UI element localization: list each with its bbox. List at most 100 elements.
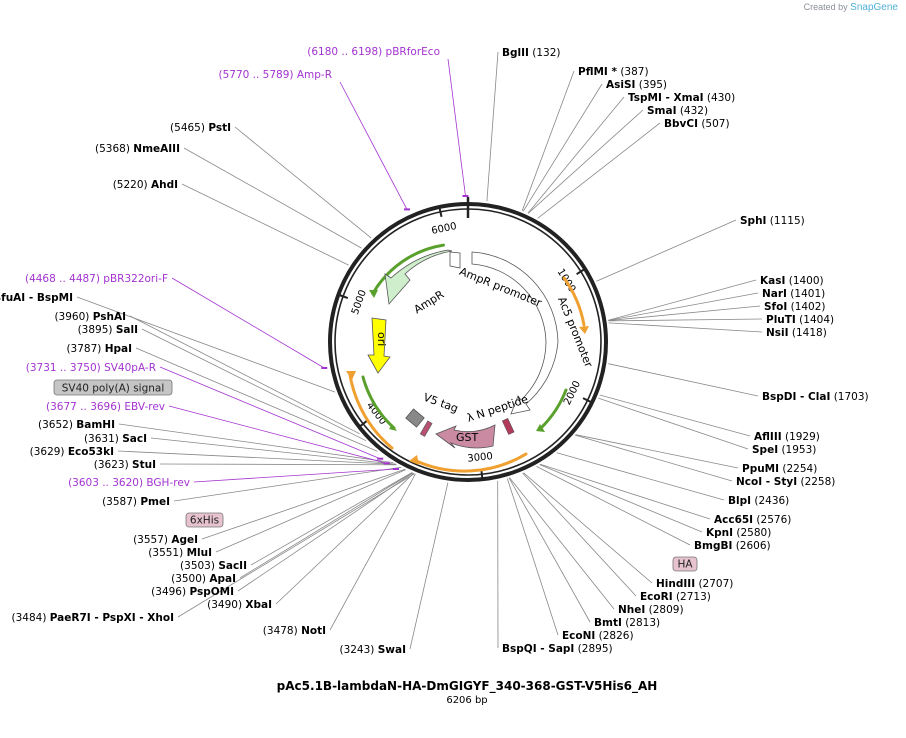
restriction-site[interactable]: (3243) SwaI <box>339 644 406 656</box>
primer-label[interactable]: (3603 .. 3620) BGH-rev <box>68 477 190 489</box>
restriction-site[interactable]: Acc65I (2576) <box>714 514 791 526</box>
restriction-site[interactable]: (5368) NmeAIII <box>95 143 180 155</box>
restriction-site-label[interactable]: BspQI - SapI (2895) <box>502 643 613 655</box>
restriction-site-label[interactable]: NarI (1401) <box>762 288 825 300</box>
restriction-site-label[interactable]: SfoI (1402) <box>764 301 826 313</box>
restriction-site[interactable]: NcoI - StyI (2258) <box>736 476 835 488</box>
restriction-site-label[interactable]: (3631) SacI <box>84 433 147 445</box>
restriction-site-label[interactable]: EcoNI (2826) <box>562 630 634 642</box>
restriction-site[interactable]: (3551) MluI <box>148 547 212 559</box>
restriction-site[interactable]: SpeI (1953) <box>752 444 816 456</box>
restriction-site[interactable]: (3496) PspOMI <box>151 586 234 598</box>
outer-feature[interactable]: SV40 poly(A) signal <box>53 379 173 396</box>
restriction-site[interactable]: (3503) SacII <box>180 560 247 572</box>
restriction-site-label[interactable]: (3490) XbaI <box>207 599 272 611</box>
restriction-site-label[interactable]: PpuMI (2254) <box>742 463 817 475</box>
restriction-site-label[interactable]: (4298) BfuAI - BspMI <box>0 292 73 304</box>
restriction-site[interactable]: BspDI - ClaI (1703) <box>762 391 869 403</box>
restriction-site-label[interactable]: (3500) ApaI <box>171 573 236 585</box>
primer-label[interactable]: (3677 .. 3696) EBV-rev <box>46 401 165 413</box>
restriction-site-label[interactable]: SpeI (1953) <box>752 444 816 456</box>
outer-feature[interactable]: HA <box>672 556 698 572</box>
restriction-site-label[interactable]: (5220) AhdI <box>113 179 178 191</box>
restriction-site[interactable]: AflIII (1929) <box>754 431 820 443</box>
restriction-site-label[interactable]: BmgBI (2606) <box>694 540 771 552</box>
restriction-site[interactable]: NheI (2809) <box>618 604 684 616</box>
restriction-site[interactable]: BmtI (2813) <box>594 617 660 629</box>
restriction-site-label[interactable]: BbvCI (507) <box>664 118 730 130</box>
restriction-site-label[interactable]: NcoI - StyI (2258) <box>736 476 835 488</box>
restriction-site[interactable]: KpnI (2580) <box>706 527 771 539</box>
restriction-site[interactable]: (3478) NotI <box>263 625 326 637</box>
restriction-site[interactable]: (3557) AgeI <box>133 534 198 546</box>
restriction-site[interactable]: (3587) PmeI <box>102 496 170 508</box>
restriction-site-label[interactable]: NheI (2809) <box>618 604 684 616</box>
restriction-site-label[interactable]: (5368) NmeAIII <box>95 143 180 155</box>
restriction-site[interactable]: PflMI * (387) <box>578 66 649 78</box>
restriction-site-label[interactable]: BglII (132) <box>502 47 561 59</box>
restriction-site[interactable]: BlpI (2436) <box>728 495 789 507</box>
restriction-site-label[interactable]: PluTI (1404) <box>766 314 834 326</box>
restriction-site[interactable]: BspQI - SapI (2895) <box>502 643 613 655</box>
restriction-site[interactable]: (3500) ApaI <box>171 573 236 585</box>
restriction-site-label[interactable]: AsiSI (395) <box>606 79 667 91</box>
restriction-site-label[interactable]: SmaI (432) <box>647 105 708 117</box>
restriction-site[interactable]: (5465) PstI <box>170 122 231 134</box>
primer-label[interactable]: (5770 .. 5789) Amp-R <box>219 69 333 81</box>
restriction-site-label[interactable]: (5465) PstI <box>170 122 231 134</box>
restriction-site-label[interactable]: AflIII (1929) <box>754 431 820 443</box>
restriction-site-label[interactable]: (3895) SalI <box>78 324 138 336</box>
restriction-site-label[interactable]: (3623) StuI <box>94 459 156 471</box>
restriction-site[interactable]: (3629) Eco53kI <box>30 446 114 458</box>
restriction-site[interactable]: (4298) BfuAI - BspMI <box>0 292 73 304</box>
restriction-site[interactable]: EcoRI (2713) <box>640 591 711 603</box>
outer-feature[interactable]: 6xHis <box>185 512 224 528</box>
restriction-site-label[interactable]: HindIII (2707) <box>656 578 733 590</box>
restriction-site[interactable]: SfoI (1402) <box>764 301 826 313</box>
restriction-site-label[interactable]: (3960) PshAI <box>54 311 126 323</box>
primer-label[interactable]: (6180 .. 6198) pBRforEco <box>307 46 440 58</box>
restriction-site-label[interactable]: (3484) PaeR7I - PspXI - XhoI <box>12 612 175 624</box>
restriction-site[interactable]: NarI (1401) <box>762 288 825 300</box>
restriction-site-label[interactable]: TspMI - XmaI (430) <box>628 92 735 104</box>
restriction-site-label[interactable]: (3478) NotI <box>263 625 326 637</box>
restriction-site[interactable]: (3960) PshAI <box>54 311 126 323</box>
restriction-site[interactable]: AsiSI (395) <box>606 79 667 91</box>
restriction-site[interactable]: (3652) BamHI <box>38 419 115 431</box>
restriction-site-label[interactable]: (3629) Eco53kI <box>30 446 114 458</box>
restriction-site-label[interactable]: KasI (1400) <box>760 275 824 287</box>
primer-label[interactable]: (4468 .. 4487) pBR322ori-F <box>25 273 168 285</box>
restriction-site-label[interactable]: (3496) PspOMI <box>151 586 234 598</box>
restriction-site[interactable]: (3623) StuI <box>94 459 156 471</box>
restriction-site-label[interactable]: (3551) MluI <box>148 547 212 559</box>
restriction-site[interactable]: (3787) HpaI <box>66 343 132 355</box>
restriction-site[interactable]: NsiI (1418) <box>766 327 827 339</box>
primer-label[interactable]: (3731 .. 3750) SV40pA-R <box>26 362 156 374</box>
restriction-site-label[interactable]: (3652) BamHI <box>38 419 115 431</box>
restriction-site-label[interactable]: Acc65I (2576) <box>714 514 791 526</box>
restriction-site[interactable]: EcoNI (2826) <box>562 630 634 642</box>
restriction-site[interactable]: PpuMI (2254) <box>742 463 817 475</box>
restriction-site-label[interactable]: PflMI * (387) <box>578 66 649 78</box>
restriction-site-label[interactable]: (3503) SacII <box>180 560 247 572</box>
restriction-site-label[interactable]: KpnI (2580) <box>706 527 771 539</box>
restriction-site[interactable]: SphI (1115) <box>740 215 805 227</box>
restriction-site-label[interactable]: (3243) SwaI <box>339 644 406 656</box>
restriction-site[interactable]: BbvCI (507) <box>664 118 730 130</box>
restriction-site-label[interactable]: NsiI (1418) <box>766 327 827 339</box>
restriction-site[interactable]: (5220) AhdI <box>113 179 178 191</box>
restriction-site[interactable]: HindIII (2707) <box>656 578 733 590</box>
restriction-site[interactable]: (3895) SalI <box>78 324 138 336</box>
restriction-site[interactable]: SmaI (432) <box>647 105 708 117</box>
restriction-site[interactable]: (3484) PaeR7I - PspXI - XhoI <box>12 612 175 624</box>
restriction-site-label[interactable]: BspDI - ClaI (1703) <box>762 391 869 403</box>
restriction-site[interactable]: BmgBI (2606) <box>694 540 771 552</box>
restriction-site[interactable]: KasI (1400) <box>760 275 824 287</box>
restriction-site-label[interactable]: (3587) PmeI <box>102 496 170 508</box>
restriction-site-label[interactable]: BmtI (2813) <box>594 617 660 629</box>
restriction-site-label[interactable]: (3557) AgeI <box>133 534 198 546</box>
restriction-site[interactable]: PluTI (1404) <box>766 314 834 326</box>
restriction-site[interactable]: (3490) XbaI <box>207 599 272 611</box>
restriction-site[interactable]: BglII (132) <box>502 47 561 59</box>
restriction-site[interactable]: TspMI - XmaI (430) <box>628 92 735 104</box>
